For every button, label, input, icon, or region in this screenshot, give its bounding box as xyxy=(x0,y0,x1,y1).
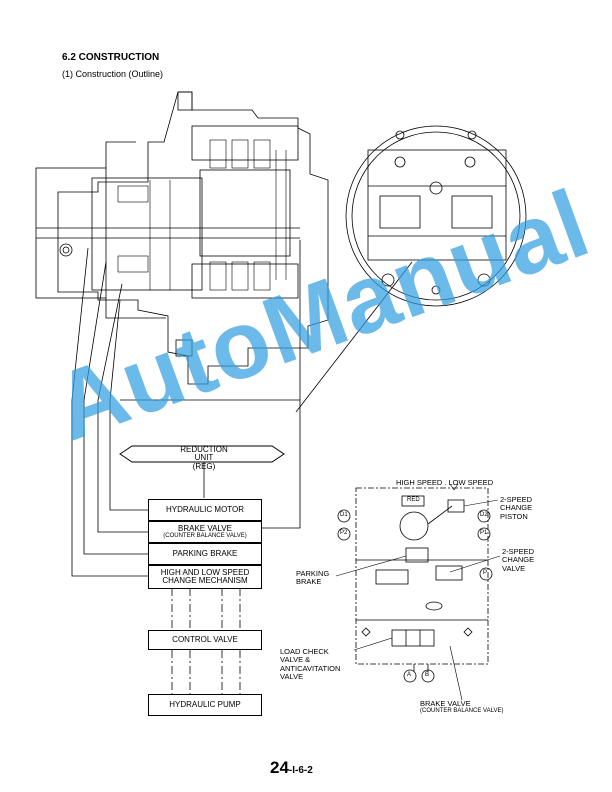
schematic-brake-valve-label: BRAKE VALVE (COUNTER BALANCE VALVE) xyxy=(420,699,504,715)
reduction-unit-label: REDUCTION UNIT (REG) xyxy=(170,445,238,471)
valve-line-1: 2-SPEED xyxy=(502,547,535,556)
valve-line-3: VALVE xyxy=(502,563,526,573)
speed-change-label-2: CHANGE MECHANISM xyxy=(162,576,248,585)
page-number: 24-I-6-2 xyxy=(270,758,313,778)
section-title: 6.2 CONSTRUCTION xyxy=(62,52,160,63)
brake-valve-line-2: (COUNTER BALANCE VALVE) xyxy=(420,708,504,715)
port-p: P xyxy=(483,570,488,576)
port-p1: P1 xyxy=(480,530,488,536)
schematic-parking-brake-label: PARKING BRAKE xyxy=(296,569,330,587)
load-check-label: LOAD CHECK VALVE & ANTICAVITATION VALVE xyxy=(280,647,341,681)
brake-valve-sublabel: (COUNTER BALANCE VALVE) xyxy=(163,533,247,540)
control-valve-label: CONTROL VALVE xyxy=(172,634,238,644)
speed-change-box: HIGH AND LOW SPEED CHANGE MECHANISM xyxy=(148,565,262,589)
load-check-line-2: VALVE & xyxy=(280,655,311,665)
page-number-main: 24 xyxy=(270,758,289,777)
reduction-unit-line-2: UNIT xyxy=(194,453,214,463)
hydraulic-schematic xyxy=(337,487,493,683)
piston-line-1: 2-SPEED xyxy=(500,495,533,504)
reduction-unit-line-1: REDUCTION xyxy=(180,445,228,454)
brake-valve-line-1: BRAKE VALVE xyxy=(420,699,471,708)
section-subtitle: (1) Construction (Outline) xyxy=(62,69,164,79)
page-number-sub: -I-6-2 xyxy=(288,765,313,776)
hydraulic-motor-label: HYDRAULIC MOTOR xyxy=(165,504,245,514)
reduction-unit-line-3: (REG) xyxy=(192,461,216,471)
port-d2: D2 xyxy=(480,512,488,518)
speed-change-valve-label: 2-SPEED CHANGE VALVE xyxy=(502,547,535,573)
speed-change-label-1: HIGH AND LOW SPEED xyxy=(160,567,250,577)
motor-cross-section xyxy=(35,91,329,385)
piston-line-2: CHANGE xyxy=(500,503,533,513)
hydraulic-motor-box: HYDRAULIC MOTOR xyxy=(148,499,262,521)
parking-line-2: BRAKE xyxy=(296,577,322,587)
port-p2: P2 xyxy=(340,530,348,536)
load-check-line-1: LOAD CHECK xyxy=(280,647,329,656)
hydraulic-pump-box: HYDRAULIC PUMP xyxy=(148,694,262,716)
parking-brake-box: PARKING BRAKE xyxy=(148,543,262,565)
valve-line-2: CHANGE xyxy=(502,555,535,565)
load-check-line-4: VALVE xyxy=(280,671,304,681)
piston-line-3: PISTON xyxy=(500,511,528,521)
red-label: RED xyxy=(407,497,420,503)
port-d1: D1 xyxy=(340,512,348,518)
brake-valve-box: BRAKE VALVE (COUNTER BALANCE VALVE) xyxy=(148,521,262,543)
brake-valve-label: BRAKE VALVE xyxy=(178,523,232,533)
speed-change-piston-label: 2-SPEED CHANGE PISTON xyxy=(500,495,533,521)
port-b: B xyxy=(425,672,430,678)
high-low-speed-label: HIGH SPEED . LOW SPEED xyxy=(396,478,494,487)
detail-circle xyxy=(345,125,527,307)
parking-line-1: PARKING xyxy=(296,569,330,578)
parking-brake-label: PARKING BRAKE xyxy=(172,548,238,558)
port-a: A xyxy=(407,672,412,678)
load-check-line-3: ANTICAVITATION xyxy=(280,663,341,673)
hydraulic-pump-label: HYDRAULIC PUMP xyxy=(169,699,241,709)
control-valve-box: CONTROL VALVE xyxy=(148,630,262,650)
